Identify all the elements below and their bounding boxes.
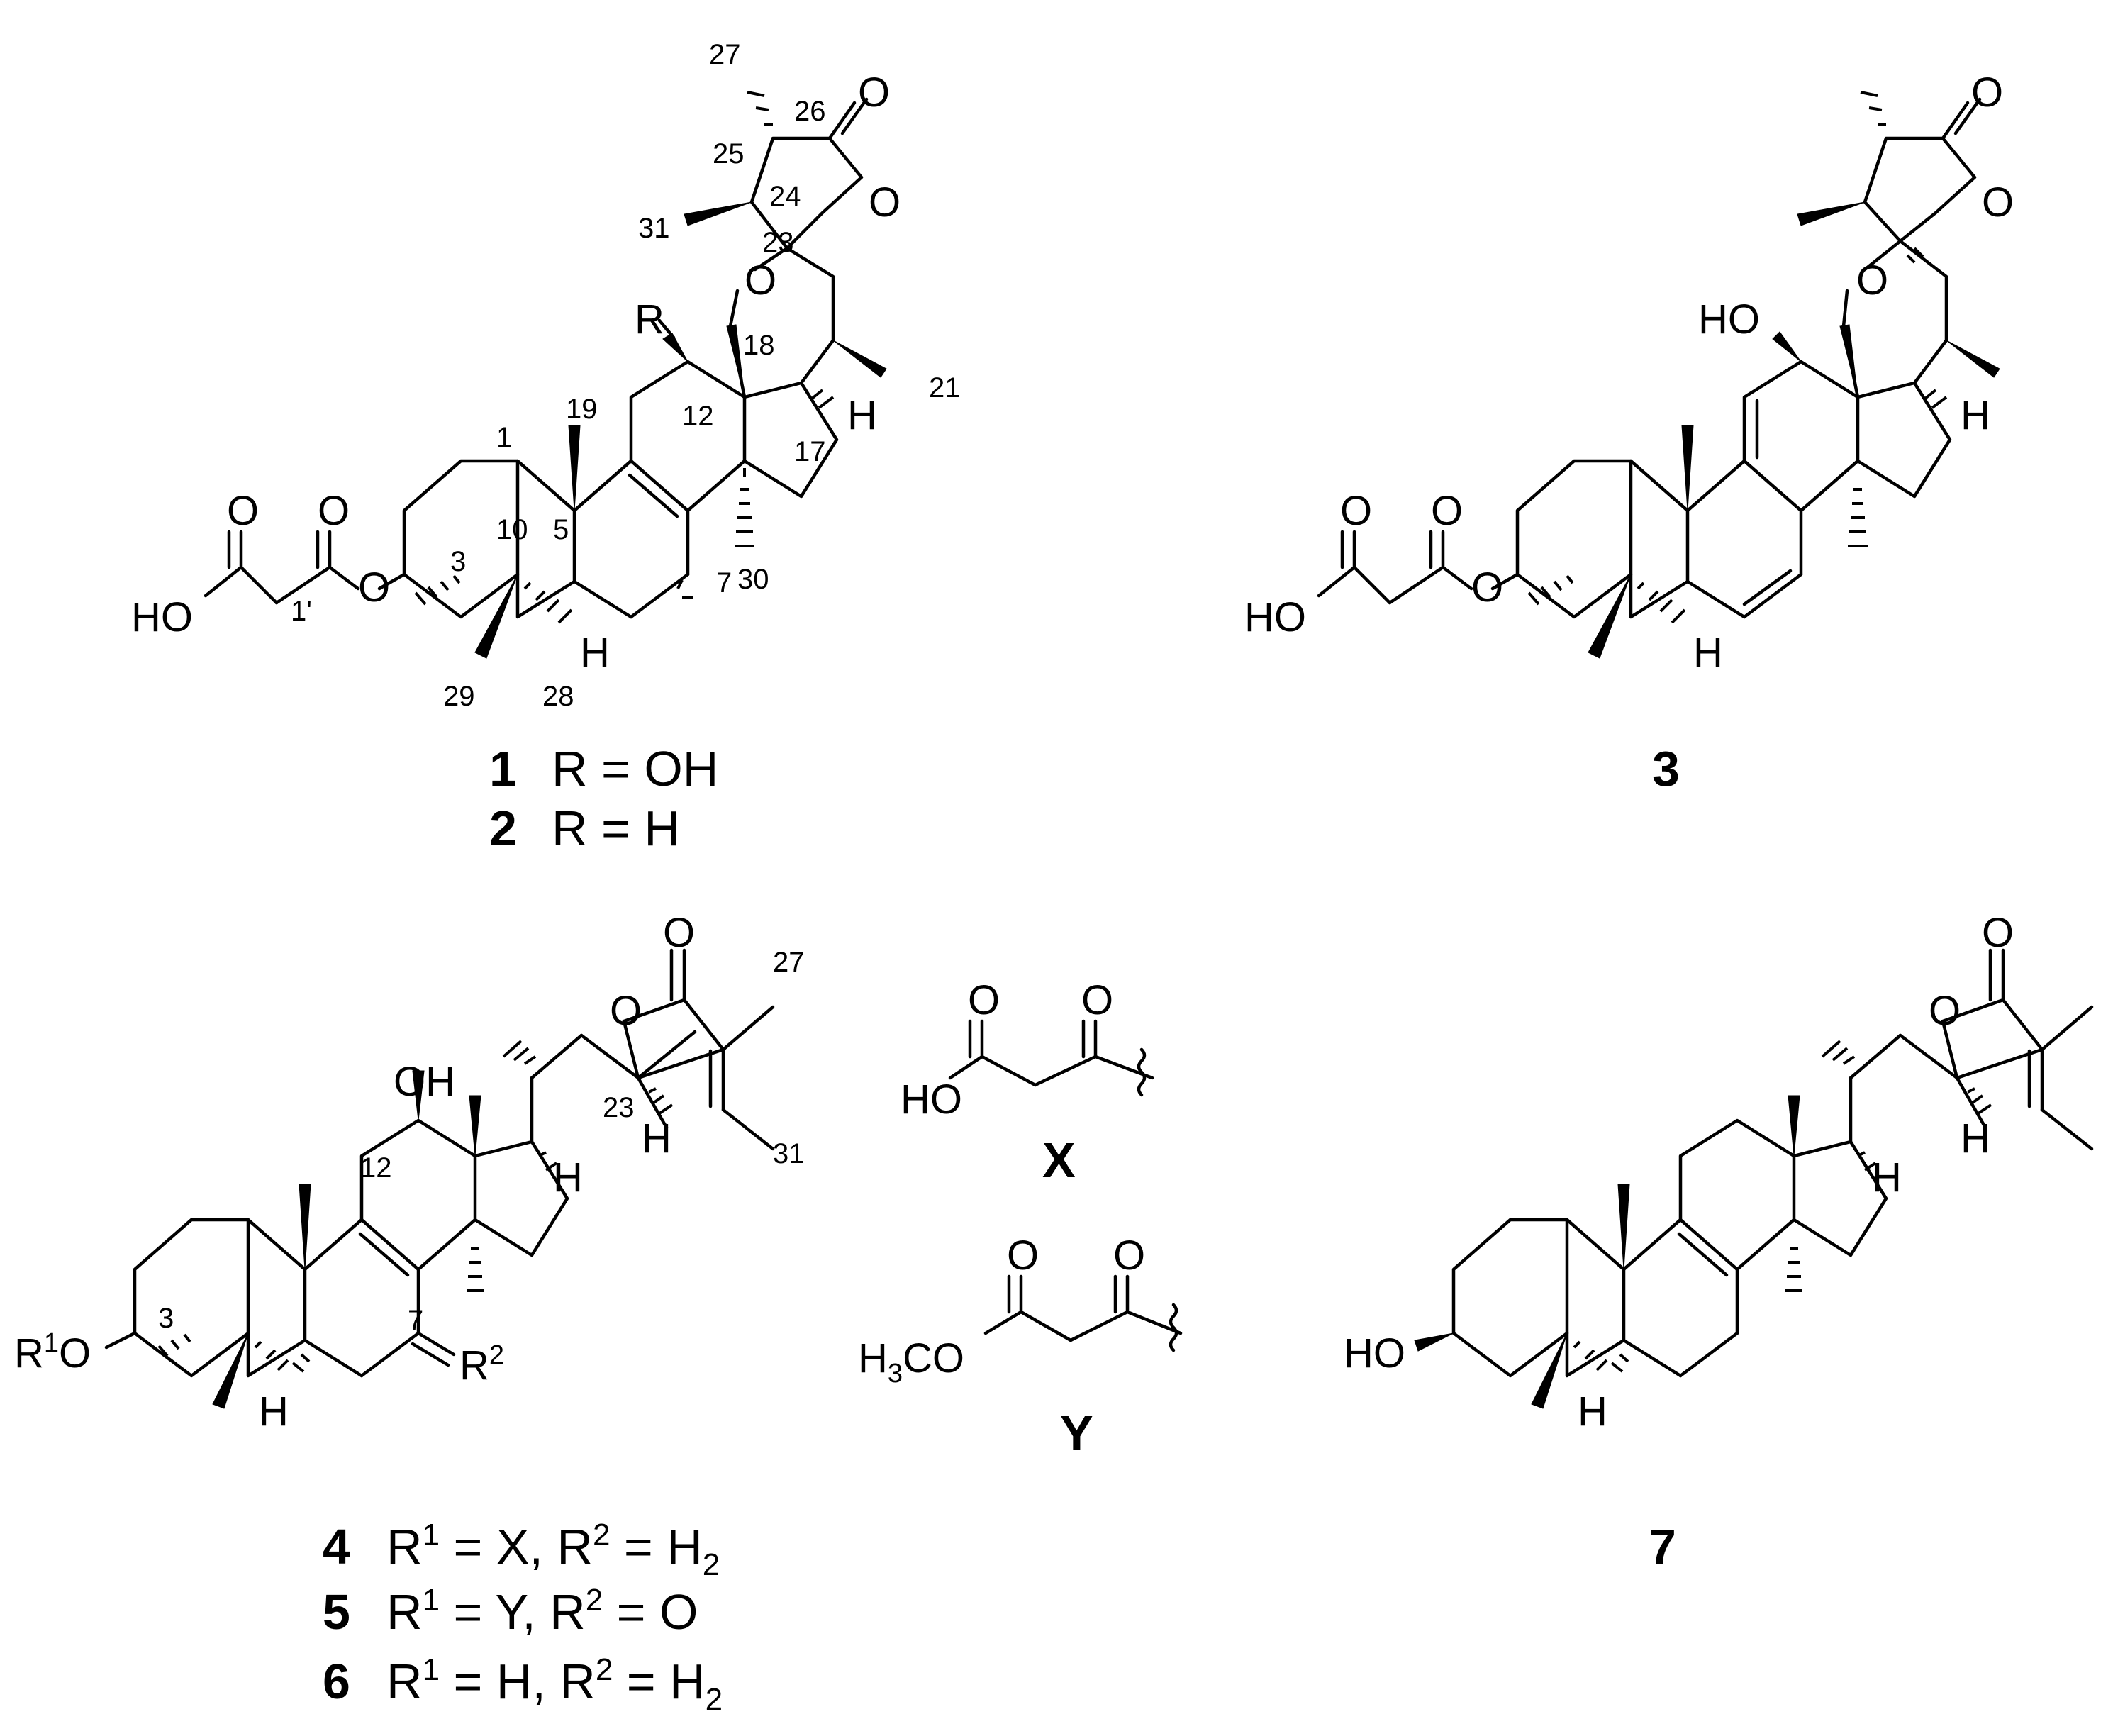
compound-number: 2 — [489, 801, 517, 856]
atom-r1o: R1O — [14, 1328, 91, 1376]
carbon-number: 17 — [794, 436, 826, 467]
atom-o: O — [1982, 179, 2014, 226]
compound-number: 6 — [323, 1654, 350, 1709]
atom-o: O — [1929, 988, 1961, 1034]
atom-h: H — [1872, 1154, 1902, 1201]
carbon-number: 18 — [743, 330, 775, 361]
carbon-number: 1 — [496, 422, 512, 453]
carbon-number: 21 — [929, 372, 961, 404]
atom-o: O — [1081, 977, 1113, 1023]
atom-r: R — [635, 296, 664, 343]
caption-compound-2: 2 R = H — [489, 801, 680, 856]
compound-number: 4 — [323, 1519, 350, 1574]
atom-o: O — [1113, 1233, 1145, 1279]
carbon-number: 28 — [542, 681, 574, 712]
compound-substituent: R = OH — [552, 741, 718, 796]
compound-substituent: R1 = X, R2 = H2 — [386, 1518, 720, 1582]
atom-o: O — [358, 564, 390, 611]
structure-compound-1-2: O O O R H H O O O HO 27 26 25 24 31 23 1… — [131, 39, 961, 712]
carbon-number: 5 — [553, 514, 569, 545]
atom-oh: OH — [394, 1059, 455, 1105]
atom-o: O — [1431, 488, 1463, 534]
compound-substituent: R1 = Y, R2 = O — [386, 1583, 698, 1640]
caption-compound-4: 4 R1 = X, R2 = H2 — [323, 1518, 720, 1582]
substituent-x: O O HO X — [901, 977, 1154, 1188]
atom-o: O — [869, 179, 901, 226]
atom-h: H — [1693, 630, 1723, 676]
compound-substituent: R = H — [552, 801, 680, 856]
atom-o: O — [1340, 488, 1372, 534]
structure-compound-7: O O H H H HO — [1344, 910, 2094, 1435]
carbon-number: 24 — [769, 181, 801, 212]
compound-number: 5 — [323, 1584, 350, 1640]
carbon-number: 29 — [443, 681, 475, 712]
carbon-number: 10 — [496, 514, 528, 545]
atom-o: O — [1971, 69, 2003, 116]
carbon-number: 7 — [716, 567, 732, 599]
carbon-number: 27 — [709, 39, 741, 70]
caption-compound-7: 7 — [1649, 1519, 1676, 1574]
atom-o: O — [1856, 257, 1888, 304]
atom-o: O — [318, 488, 350, 534]
carbon-number: 31 — [773, 1138, 805, 1169]
atom-o: O — [858, 69, 890, 116]
carbon-number: 23 — [762, 227, 794, 258]
atom-h: H — [847, 392, 877, 438]
atom-h: H — [1578, 1389, 1607, 1435]
carbon-number: 19 — [566, 394, 598, 425]
substituent-y: O O H3CO Y — [858, 1233, 1183, 1461]
atom-ho: HO — [1344, 1330, 1405, 1376]
atom-o: O — [1471, 564, 1503, 611]
caption-compound-3: 3 — [1652, 741, 1680, 796]
carbon-number: 12 — [682, 401, 714, 432]
atom-r2: R2 — [459, 1340, 504, 1389]
compound-number: 1 — [489, 741, 517, 796]
caption-compound-6: 6 R1 = H, R2 = H2 — [323, 1652, 723, 1717]
carbon-number: 23 — [603, 1092, 635, 1123]
substituent-label-y: Y — [1060, 1406, 1093, 1461]
atom-ho: HO — [1698, 296, 1760, 343]
structure-compound-3: O O O HO H H O O O HO — [1244, 69, 2014, 676]
carbon-number: 7 — [408, 1305, 423, 1336]
atom-h: H — [642, 1115, 671, 1162]
atom-o: O — [663, 910, 695, 956]
carbon-number: 31 — [638, 213, 670, 244]
carbon-number: 3 — [158, 1303, 174, 1334]
atom-h: H — [1961, 392, 1990, 438]
substituent-label-x: X — [1042, 1133, 1076, 1188]
caption-compound-1: 1 R = OH — [489, 741, 718, 796]
atom-o: O — [745, 257, 776, 304]
carbon-number: 1' — [291, 596, 312, 627]
carbon-number: 27 — [773, 947, 805, 978]
atom-h: H — [259, 1389, 289, 1435]
atom-h: H — [580, 630, 610, 676]
carbon-number: 30 — [737, 564, 769, 595]
atom-h3co: H3CO — [858, 1335, 964, 1389]
carbon-number: 25 — [713, 138, 745, 169]
atom-h: H — [553, 1154, 583, 1201]
atom-o: O — [1982, 910, 2014, 956]
caption-compound-5: 5 R1 = Y, R2 = O — [323, 1583, 698, 1640]
carbon-number: 26 — [794, 96, 826, 127]
atom-o: O — [610, 988, 642, 1034]
structure-compound-4-6: OH O O H H H R1O R2 27 31 23 12 7 3 — [14, 910, 805, 1435]
carbon-number: 12 — [360, 1152, 392, 1184]
atom-o: O — [968, 977, 1000, 1023]
atom-ho: HO — [901, 1076, 962, 1123]
atom-o: O — [1007, 1233, 1039, 1279]
atom-ho: HO — [131, 594, 193, 640]
compound-substituent: R1 = H, R2 = H2 — [386, 1652, 723, 1717]
atom-ho: HO — [1244, 594, 1306, 640]
atom-o: O — [227, 488, 259, 534]
atom-h: H — [1961, 1115, 1990, 1162]
carbon-number: 3 — [450, 546, 466, 577]
